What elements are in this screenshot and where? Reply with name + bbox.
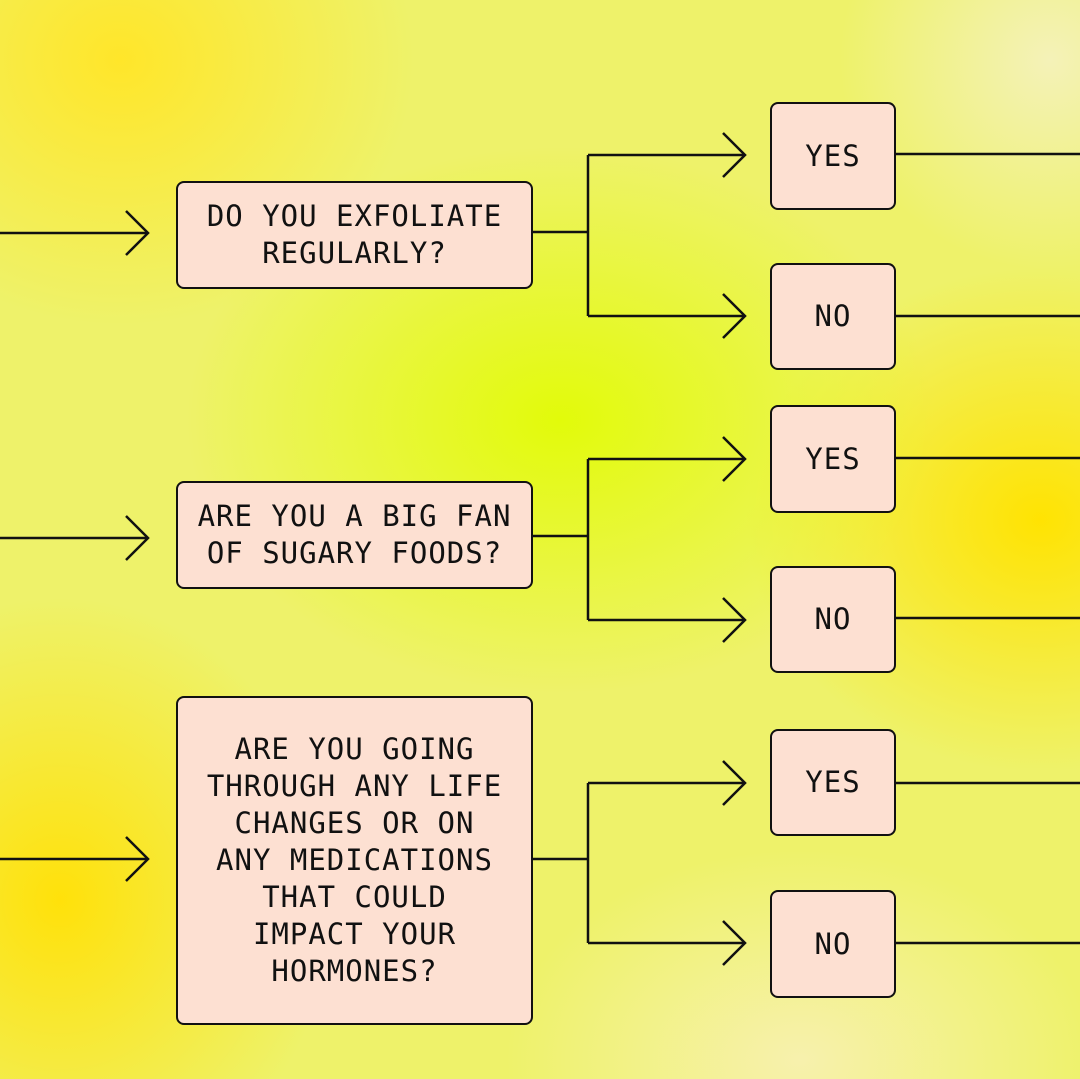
question-box-exfoliate: DO YOU EXFOLIATE REGULARLY?: [176, 181, 533, 289]
answer-yes-label-q1: YES: [805, 138, 861, 173]
question-text-sugary-foods: ARE YOU A BIG FAN OF SUGARY FOODS?: [197, 499, 512, 570]
incoming-arrowhead-q1: [125, 210, 150, 256]
answer-yes-sugary-foods: YES: [770, 405, 896, 513]
no-arrowhead-q2: [722, 597, 747, 643]
answer-yes-label-q2: YES: [805, 441, 861, 476]
question-text-exfoliate: DO YOU EXFOLIATE REGULARLY?: [206, 199, 503, 270]
yes-arrowhead-q3: [722, 760, 747, 806]
question-box-hormones: ARE YOU GOING THROUGH ANY LIFE CHANGES O…: [176, 696, 533, 1025]
answer-no-sugary-foods: NO: [770, 566, 896, 673]
answer-no-hormones: NO: [770, 890, 896, 998]
yes-arrowhead-q2: [722, 436, 747, 482]
no-arrowhead-q3: [722, 920, 747, 966]
answer-no-label-q2: NO: [814, 602, 852, 636]
question-box-sugary-foods: ARE YOU A BIG FAN OF SUGARY FOODS?: [176, 481, 533, 589]
answer-no-label-q1: NO: [814, 299, 852, 333]
answer-no-label-q3: NO: [814, 926, 852, 961]
question-text-hormones: ARE YOU GOING THROUGH ANY LIFE CHANGES O…: [206, 732, 503, 988]
incoming-arrowhead-q2: [125, 515, 150, 561]
yes-arrowhead-q1: [722, 132, 747, 178]
no-arrowhead-q1: [722, 293, 747, 339]
answer-yes-label-q3: YES: [805, 765, 861, 799]
answer-yes-hormones: YES: [770, 729, 896, 836]
answer-no-exfoliate: NO: [770, 263, 896, 370]
incoming-arrowhead-q3: [125, 836, 150, 882]
answer-yes-exfoliate: YES: [770, 102, 896, 210]
